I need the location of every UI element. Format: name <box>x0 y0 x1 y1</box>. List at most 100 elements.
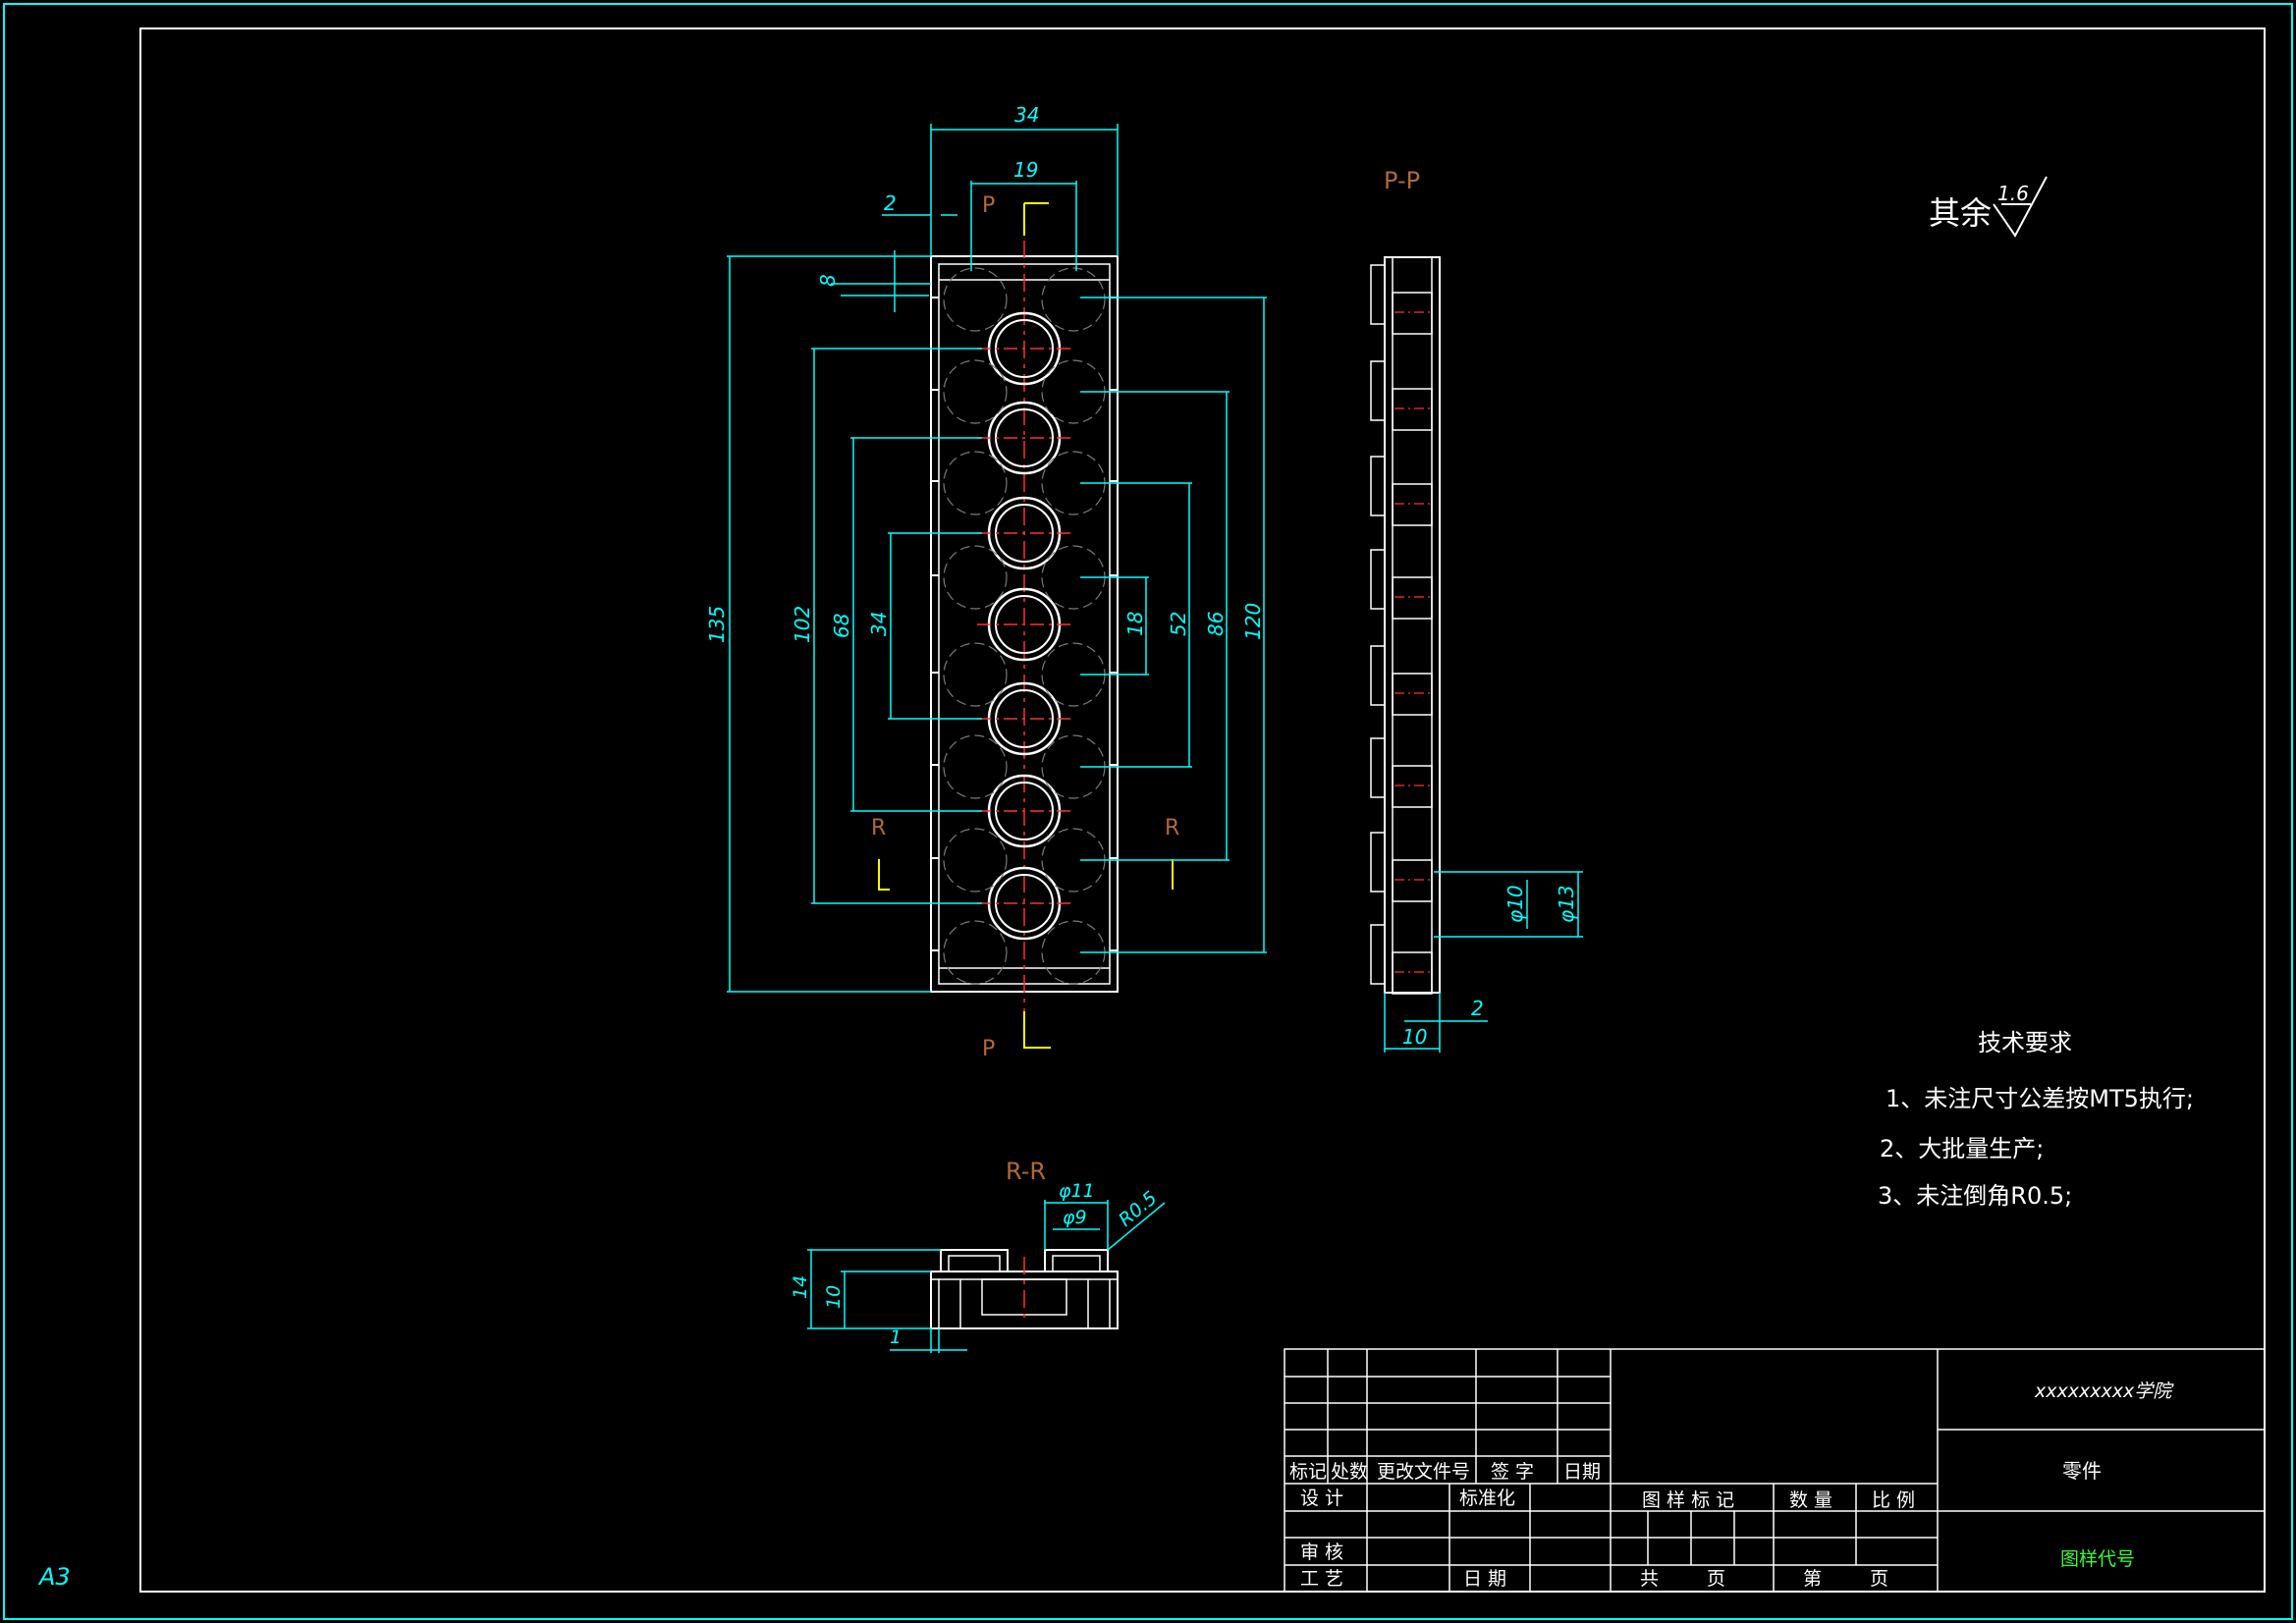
title-block <box>1284 1348 2266 1593</box>
side-tab-4 <box>1370 549 1386 610</box>
school-name: xxxxxxxxx学院 <box>2034 1380 2174 1402</box>
side-body-outline <box>1384 256 1441 994</box>
tech-title: 技术要求 <box>1978 1029 2072 1056</box>
outer-frame <box>3 3 2293 1620</box>
dim-dia11: φ11 <box>1059 1180 1095 1202</box>
side-pocket-8 <box>1392 951 1433 995</box>
section-mark-r-right: R <box>1165 816 1179 840</box>
dim-19: 19 <box>1013 158 1038 182</box>
pattern-mark-label: 图 样 标 记 <box>1642 1489 1734 1511</box>
side-tab-1 <box>1370 264 1386 325</box>
drawing-code: 图样代号 <box>2060 1548 2135 1570</box>
ghost-circle-1r <box>1041 267 1106 332</box>
dim-68: 68 <box>830 614 853 638</box>
inner-frame <box>139 27 2266 1593</box>
section-mark-p-bottom: P <box>982 1037 995 1061</box>
side-pocket-4 <box>1392 576 1433 620</box>
dim-8: 8 <box>816 274 840 287</box>
section-view-title: R-R <box>1006 1158 1046 1185</box>
side-pocket-7 <box>1392 859 1433 902</box>
section-view: R-R φ11 φ9 R0.5 14 10 1 <box>790 1158 1166 1353</box>
quantity-label: 数 量 <box>1789 1489 1832 1511</box>
design-label: 设 计 <box>1300 1488 1343 1509</box>
ghost-circle-7l <box>943 828 1008 893</box>
section-r-left-line <box>878 859 890 891</box>
side-tab-7 <box>1370 832 1386 893</box>
tech-item-3: 3、未注倒角R0.5; <box>1878 1182 2072 1210</box>
section-mark-r-left: R <box>871 816 886 840</box>
dim-2-side: 2 <box>1471 997 1484 1020</box>
dim-120: 120 <box>1241 603 1265 640</box>
title-block-text: 标记 处数 更改文件号 签 字 日期 设 计 标准化 审 核 工 艺 日 期 图… <box>1289 1380 2174 1590</box>
roughness-label: 其余 <box>1929 194 1992 232</box>
side-tab-6 <box>1370 737 1386 798</box>
side-pocket-1 <box>1392 292 1433 335</box>
ghost-circle-5l <box>943 642 1008 707</box>
section-boss-left-inner <box>948 1255 1001 1272</box>
ghost-circle-8l <box>943 920 1008 985</box>
roughness-symbol: 其余 1.6 <box>1929 176 2048 238</box>
dim-34-vertical: 34 <box>867 612 891 636</box>
ghost-circle-4l <box>943 545 1008 610</box>
scale-label: 比 例 <box>1872 1489 1915 1511</box>
rev-header-sign: 签 字 <box>1491 1461 1534 1483</box>
side-tab-2 <box>1370 360 1386 421</box>
process-label: 工 艺 <box>1300 1568 1343 1590</box>
dim-10-side: 10 <box>1402 1025 1427 1049</box>
standardize-label: 标准化 <box>1459 1488 1515 1509</box>
rev-header-mark: 标记 <box>1289 1461 1327 1483</box>
sheet-label: 第 <box>1803 1568 1822 1590</box>
page2-label: 页 <box>1870 1568 1888 1590</box>
rev-header-doc: 更改文件号 <box>1377 1461 1470 1483</box>
side-view-title: P-P <box>1384 167 1420 194</box>
side-pocket-2 <box>1392 388 1433 431</box>
tech-item-1: 1、未注尺寸公差按MT5执行; <box>1886 1085 2194 1112</box>
side-view: P-P φ10 φ13 10 2 <box>1370 167 1583 1053</box>
sheet-size-label: A3 <box>37 1563 71 1591</box>
ghost-circle-1l <box>943 267 1008 332</box>
roughness-value: 1.6 <box>1997 182 2029 205</box>
ghost-circle-2l <box>943 359 1008 424</box>
date-label: 日 期 <box>1463 1568 1506 1590</box>
dim-dia13: φ13 <box>1555 885 1578 923</box>
review-label: 审 核 <box>1300 1542 1343 1563</box>
hole-pattern <box>977 311 1071 941</box>
tech-requirements: 技术要求 1、未注尺寸公差按MT5执行; 2、大批量生产; 3、未注倒角R0.5… <box>1878 1029 2194 1210</box>
section-p-bottom-line <box>1023 1011 1051 1049</box>
dim-1: 1 <box>890 1326 902 1348</box>
page-label: 页 <box>1707 1568 1725 1590</box>
rev-header-count: 处数 <box>1331 1461 1368 1483</box>
ghost-circle-3l <box>943 451 1008 515</box>
dim-2-top: 2 <box>884 191 897 215</box>
part-name: 零件 <box>2062 1459 2102 1483</box>
main-view: P P R R 34 19 2 8 135 102 <box>705 103 1267 1061</box>
side-tab-3 <box>1370 456 1386 516</box>
side-pocket-3 <box>1392 483 1433 526</box>
tech-item-2: 2、大批量生产; <box>1880 1135 2044 1163</box>
rev-header-date: 日期 <box>1563 1461 1601 1483</box>
dim-dia10: φ10 <box>1503 885 1527 923</box>
side-tabs <box>1370 264 1434 995</box>
section-boss-right-inner <box>1052 1255 1101 1272</box>
ghost-circles <box>931 267 1118 985</box>
dim-34-top: 34 <box>1014 103 1039 127</box>
section-boss-right <box>1044 1249 1109 1272</box>
dim-10-section: 10 <box>823 1285 845 1309</box>
dim-86: 86 <box>1204 612 1228 636</box>
dim-14: 14 <box>790 1275 811 1299</box>
dim-dia9: φ9 <box>1063 1207 1087 1228</box>
dim-135: 135 <box>705 606 729 643</box>
dim-52: 52 <box>1167 612 1190 636</box>
dim-102: 102 <box>791 606 814 643</box>
dim-leader-r05 <box>1107 1202 1166 1251</box>
roughness-check-icon <box>1993 176 2048 238</box>
total-label: 共 <box>1640 1568 1659 1590</box>
side-tab-5 <box>1370 645 1386 706</box>
section-mark-p-top: P <box>982 193 995 218</box>
side-pocket-5 <box>1392 673 1433 716</box>
ghost-circle-6l <box>943 734 1008 799</box>
side-tab-8 <box>1370 924 1386 985</box>
dim-18: 18 <box>1123 612 1147 636</box>
side-pocket-6 <box>1392 765 1433 808</box>
